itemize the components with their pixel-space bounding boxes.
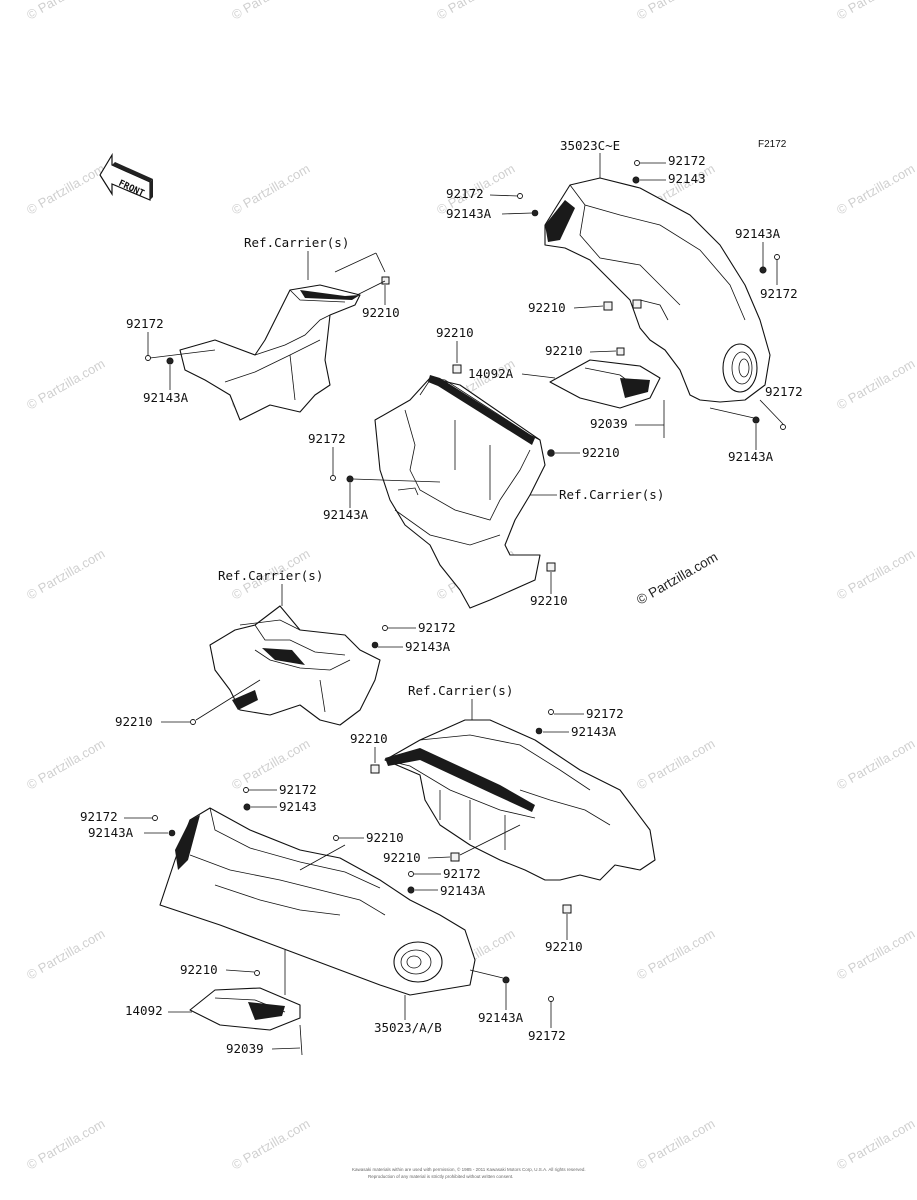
label-washer-mid-left: 92143A [405, 639, 451, 654]
center-box-group: 92210 92172 92143A 92210 Ref.Carrier(s) … [308, 325, 664, 609]
label-washer-left: 92143A [446, 206, 492, 221]
cover-upper-left [179, 284, 361, 421]
label-screw-mid-left: 92172 [418, 620, 456, 635]
watermark: © Partzilla.com [834, 161, 917, 218]
label-screw-bottom-right: 92172 [528, 1028, 566, 1043]
watermark-main: © Partzilla.com [634, 549, 720, 607]
mid-left-cover-group: Ref.Carrier(s) 92172 92143A 92210 [115, 568, 456, 729]
lower-right-box-group: Ref.Carrier(s) 92172 92143A 92210 92210 … [350, 683, 656, 954]
top-right-labels: 35023C~E 92172 92143 92172 92143A 92143A… [446, 138, 803, 464]
label-screw-bottom-top: 92172 [279, 782, 317, 797]
label-plate-14092: 14092 [125, 1003, 163, 1018]
label-stud-bottom: 92039 [226, 1041, 264, 1056]
ref-carrier-center: Ref.Carrier(s) [559, 487, 664, 502]
label-clip-mid: 92210 [528, 300, 566, 315]
upper-left-cover-group: Ref.Carrier(s) 92210 92172 92143A [126, 235, 400, 421]
watermark: © Partzilla.com [834, 736, 917, 793]
watermark: © Partzilla.com [834, 0, 917, 23]
label-washer-lower-right-low: 92143A [440, 883, 486, 898]
label-screw-bottom-left: 92172 [80, 809, 118, 824]
label-clip-lower-right-bottom: 92210 [545, 939, 583, 954]
watermark: © Partzilla.com [24, 926, 107, 983]
ref-carrier-mid-left: Ref.Carrier(s) [218, 568, 323, 583]
watermark: © Partzilla.com [634, 1116, 717, 1173]
fender-top-right [544, 177, 771, 403]
watermark: © Partzilla.com [24, 1116, 107, 1173]
label-screw-left: 92172 [446, 186, 484, 201]
bottom-left-fender-group: 92172 92143 92172 92143A 92210 92210 140… [80, 782, 566, 1056]
label-plate-14092a: 14092A [468, 366, 514, 381]
label-screw-right: 92172 [760, 286, 798, 301]
label-washer-lower-right: 92143A [571, 724, 617, 739]
fender-bottom-left [159, 807, 476, 996]
label-washer-right: 92143A [735, 226, 781, 241]
label-washer-top: 92143 [668, 171, 706, 186]
watermark: © Partzilla.com [634, 0, 717, 23]
watermark: © Partzilla.com [834, 546, 917, 603]
label-clip-upper-left: 92210 [362, 305, 400, 320]
watermark: © Partzilla.com [834, 356, 917, 413]
label-clip-lower-right-left: 92210 [350, 731, 388, 746]
label-clip-bottom-mid: 92210 [366, 830, 404, 845]
watermark: © Partzilla.com [24, 356, 107, 413]
label-washer-upper-left: 92143A [143, 390, 189, 405]
label-fender-35023c: 35023C~E [560, 138, 620, 153]
label-clip-mid-left: 92210 [115, 714, 153, 729]
label-stud-92039: 92039 [590, 416, 628, 431]
label-screw-center: 92172 [308, 431, 346, 446]
label-washer-center: 92143A [323, 507, 369, 522]
label-clip-center-bottom: 92210 [530, 593, 568, 608]
watermark: © Partzilla.com [229, 0, 312, 23]
watermark: © Partzilla.com [24, 161, 107, 218]
label-screw-lower-right-low: 92172 [443, 866, 481, 881]
label-screw-lower-right: 92172 [586, 706, 624, 721]
label-screw-upper-left: 92172 [126, 316, 164, 331]
watermark: © Partzilla.com [24, 0, 107, 23]
ref-carrier-lower-right: Ref.Carrier(s) [408, 683, 513, 698]
top-right-fender-group [517, 160, 786, 438]
watermark: © Partzilla.com [24, 736, 107, 793]
footer-line-1: Kawasaki materials within are used with … [352, 1166, 586, 1172]
watermark: © Partzilla.com [434, 0, 517, 23]
label-clip-plate: 92210 [545, 343, 583, 358]
storage-box-center [374, 377, 546, 609]
ref-carrier-upper-left: Ref.Carrier(s) [244, 235, 349, 250]
label-washer-rear: 92143A [728, 449, 774, 464]
label-screw-rear: 92172 [765, 384, 803, 399]
label-washer-bottom-left: 92143A [88, 825, 134, 840]
cover-mid-left [209, 605, 381, 726]
watermark: © Partzilla.com [24, 546, 107, 603]
label-washer-bottom-top: 92143 [279, 799, 317, 814]
label-clip-center-top: 92210 [436, 325, 474, 340]
front-arrow-icon: FRONT [99, 152, 153, 201]
label-clip-lower-right-mid: 92210 [383, 850, 421, 865]
label-clip-center-side: 92210 [582, 445, 620, 460]
footer-line-2: Reproduction of any material is strictly… [368, 1174, 513, 1179]
label-washer-bottom-right: 92143A [478, 1010, 524, 1025]
fender-light-hole-bottom [393, 941, 443, 983]
watermark: © Partzilla.com [834, 926, 917, 983]
watermark: © Partzilla.com [634, 926, 717, 983]
watermark: © Partzilla.com [229, 161, 312, 218]
figure-code: F2172 [758, 139, 787, 150]
label-clip-bottom-plate: 92210 [180, 962, 218, 977]
label-fender-35023: 35023/A/B [374, 1020, 442, 1035]
label-screw-top: 92172 [668, 153, 706, 168]
watermark: © Partzilla.com [634, 736, 717, 793]
watermark: © Partzilla.com [229, 1116, 312, 1173]
watermark: © Partzilla.com [834, 1116, 917, 1173]
